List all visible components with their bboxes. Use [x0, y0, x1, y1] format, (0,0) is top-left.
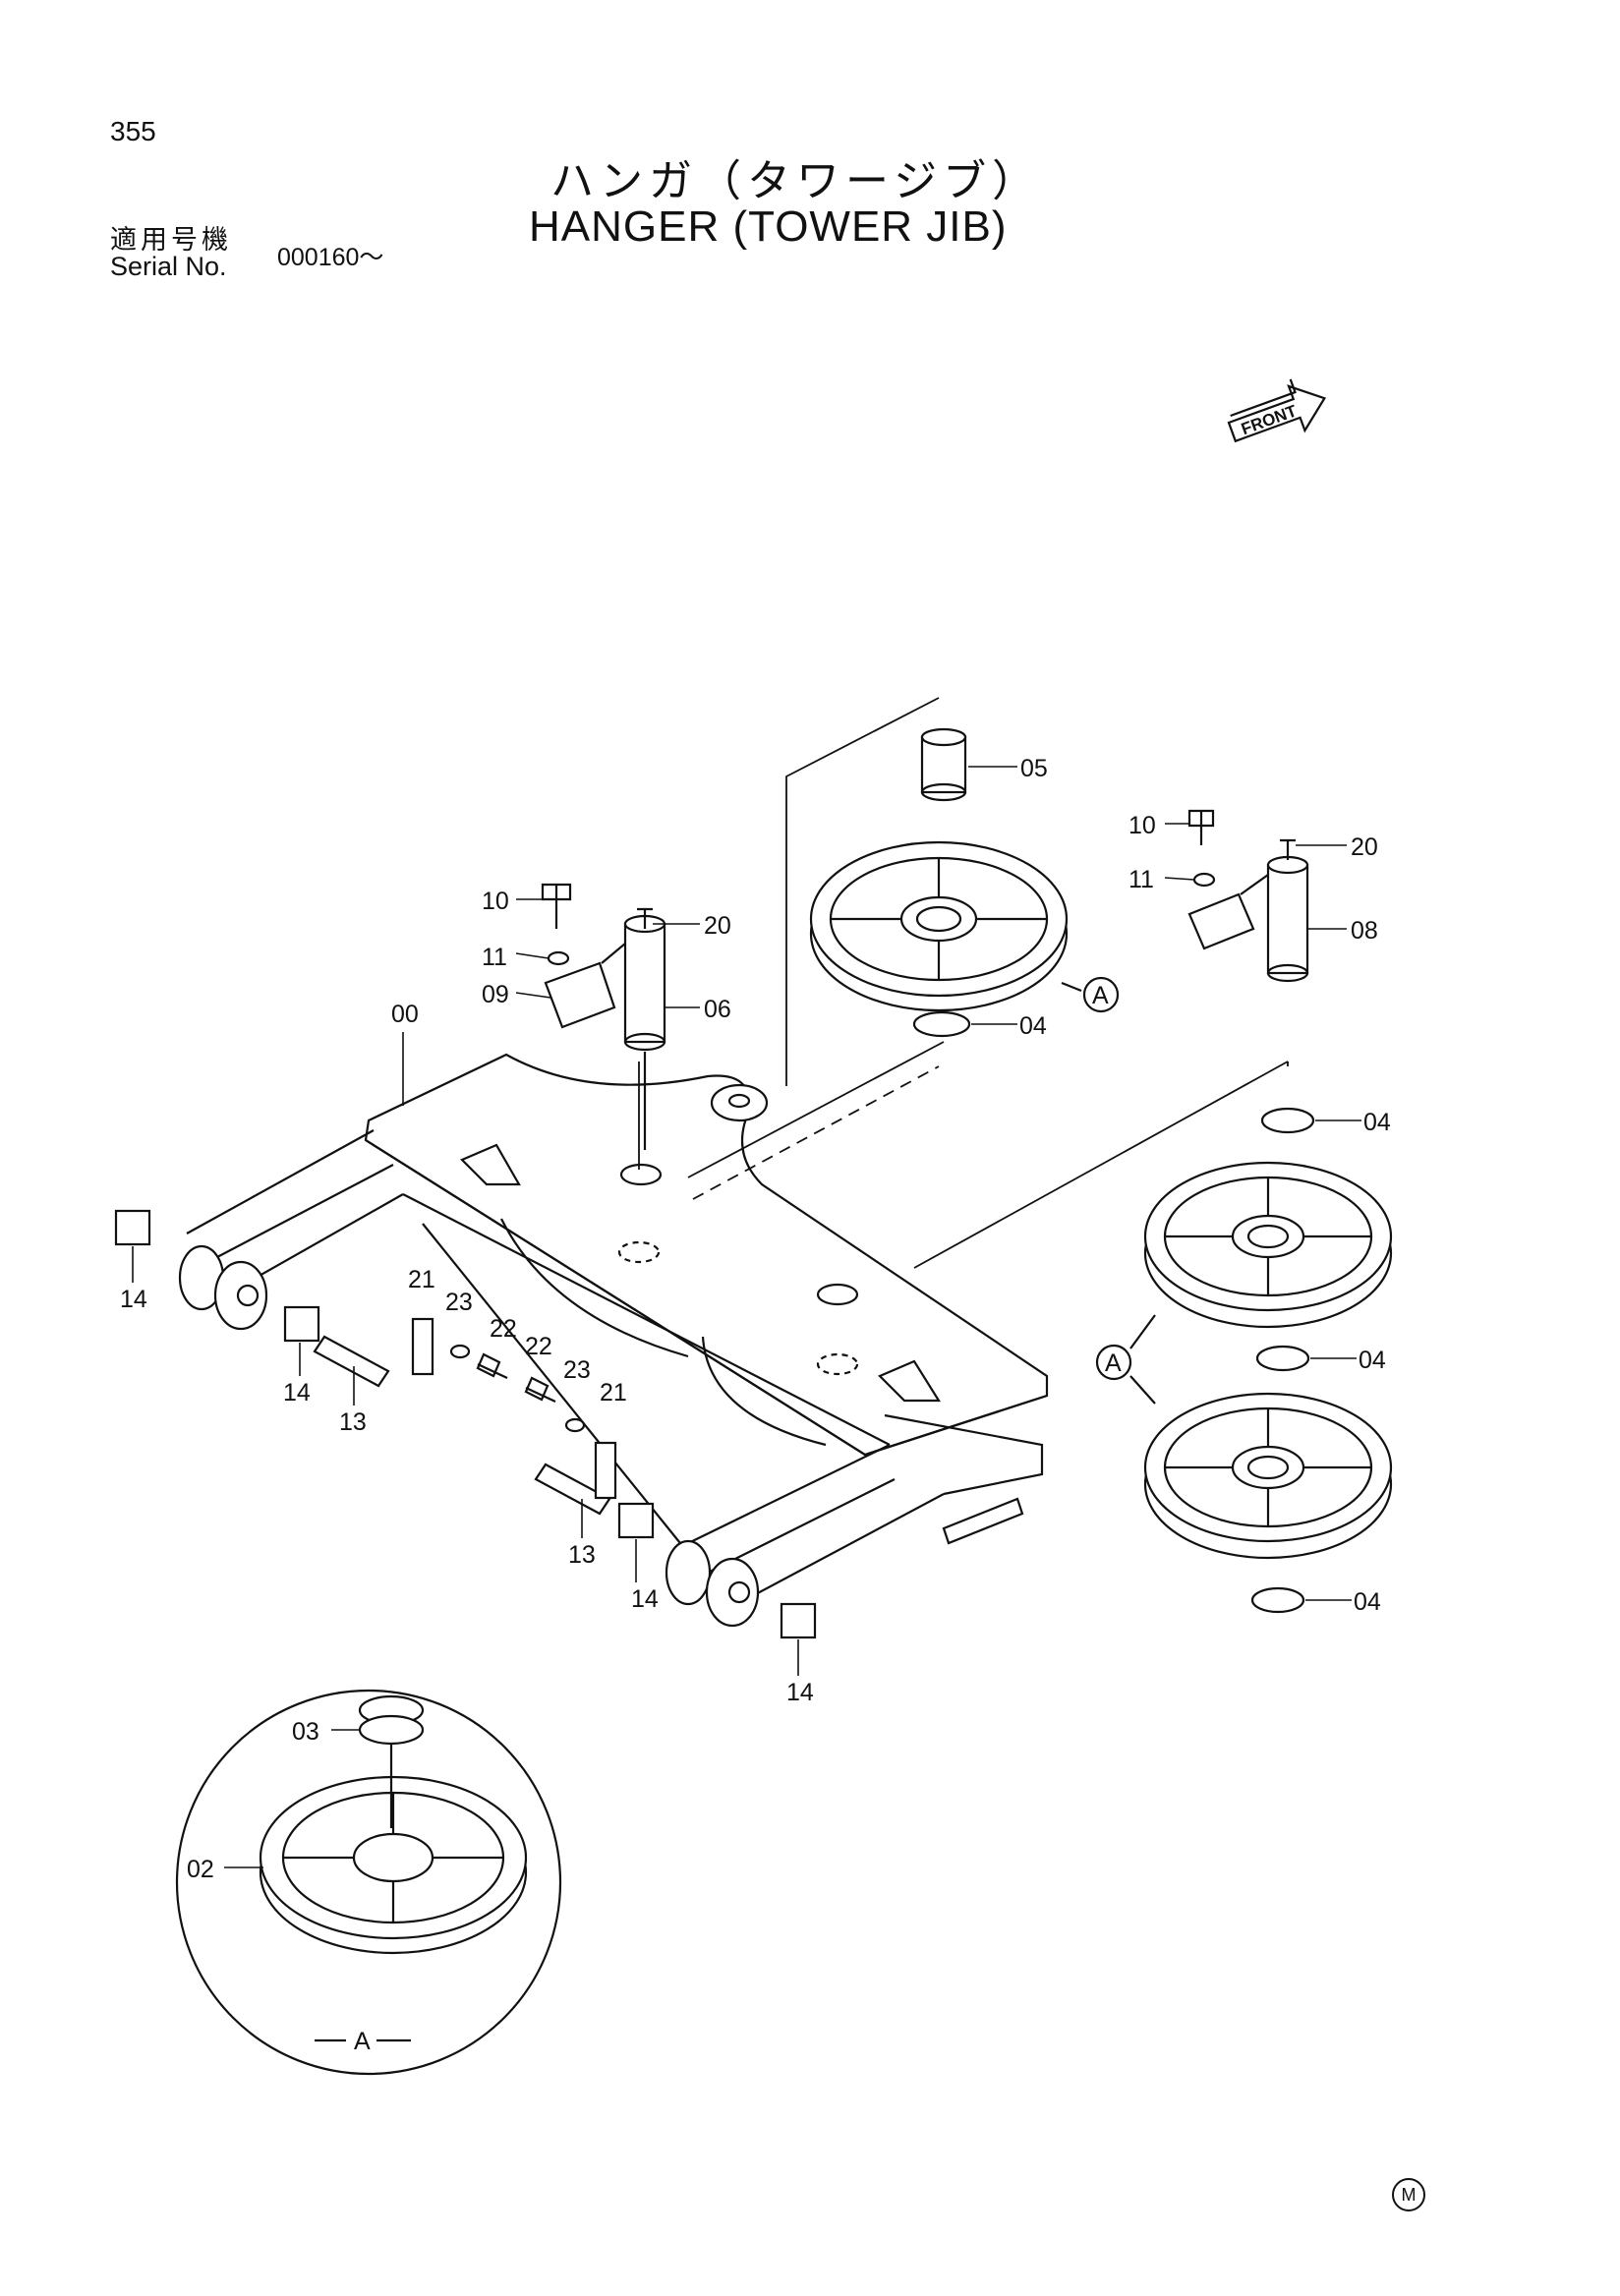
svg-text:A: A — [1092, 982, 1109, 1009]
callout-20: 20 — [1351, 833, 1378, 861]
callout-22: 22 — [525, 1333, 552, 1360]
page-title: HANGER (TOWER JIB) — [529, 202, 1008, 251]
callout-06: 06 — [704, 996, 731, 1023]
callout-22: 22 — [490, 1315, 517, 1343]
callout-04: 04 — [1354, 1588, 1381, 1616]
seal-ring-04 — [1255, 1345, 1310, 1372]
maker-mark-icon: M — [1392, 2178, 1425, 2211]
sheave-right-lower — [1143, 1392, 1393, 1560]
detail-marker-a: A — [1095, 1314, 1156, 1405]
callout-14: 14 — [120, 1286, 147, 1313]
callout-21: 21 — [600, 1379, 627, 1406]
callout-08: 08 — [1351, 917, 1378, 945]
pin-assembly-right — [1187, 809, 1309, 983]
leader-lines — [638, 697, 1289, 1269]
pin-assembly-left — [541, 883, 666, 1150]
detail-a-view — [175, 1689, 562, 2076]
svg-text:A: A — [1105, 1349, 1122, 1377]
hanger-frame — [178, 1053, 1049, 1628]
callout-23: 23 — [563, 1356, 591, 1384]
callout-04: 04 — [1363, 1109, 1391, 1136]
page-number: 355 — [110, 116, 156, 146]
callout-23: 23 — [445, 1289, 473, 1316]
callout-00: 00 — [391, 1001, 419, 1028]
small-parts — [114, 1209, 817, 1639]
callout-14: 14 — [283, 1379, 311, 1406]
callout-14: 14 — [786, 1679, 814, 1706]
callout-14: 14 — [631, 1585, 659, 1613]
serial-label: Serial No. — [110, 252, 227, 281]
callout-02: 02 — [187, 1856, 214, 1883]
seal-ring-04 — [1250, 1586, 1305, 1614]
sheave-upper — [809, 840, 1069, 1012]
callout-11: 11 — [482, 944, 507, 971]
front-direction-arrow-icon: FRONT — [1227, 378, 1327, 443]
callout-03: 03 — [292, 1718, 319, 1746]
callout-10: 10 — [1128, 812, 1156, 839]
callout-20: 20 — [704, 912, 731, 940]
detail-marker-a: A — [1061, 976, 1120, 1013]
detail-a-label: A — [354, 2028, 371, 2055]
callout-09: 09 — [482, 981, 509, 1008]
sheave-right-upper — [1143, 1161, 1393, 1329]
callout-05: 05 — [1020, 755, 1048, 782]
seal-ring-04 — [1260, 1107, 1315, 1134]
callout-labels: 00 05 04 04 04 04 10 11 09 20 06 10 11 2… — [120, 755, 1391, 1883]
callout-21: 21 — [408, 1266, 435, 1293]
callout-04: 04 — [1019, 1012, 1047, 1040]
bushing-05 — [920, 727, 967, 802]
serial-number-value: 000160～ — [277, 244, 384, 271]
serial-label-japanese: 適用号機 — [110, 225, 232, 256]
callout-04: 04 — [1359, 1347, 1386, 1374]
seal-ring-04 — [912, 1010, 971, 1038]
callout-13: 13 — [339, 1408, 367, 1436]
page-title-japanese: ハンガ（タワージブ） — [550, 156, 1042, 206]
callout-11: 11 — [1128, 866, 1154, 893]
callout-13: 13 — [568, 1541, 596, 1569]
callout-10: 10 — [482, 888, 509, 915]
